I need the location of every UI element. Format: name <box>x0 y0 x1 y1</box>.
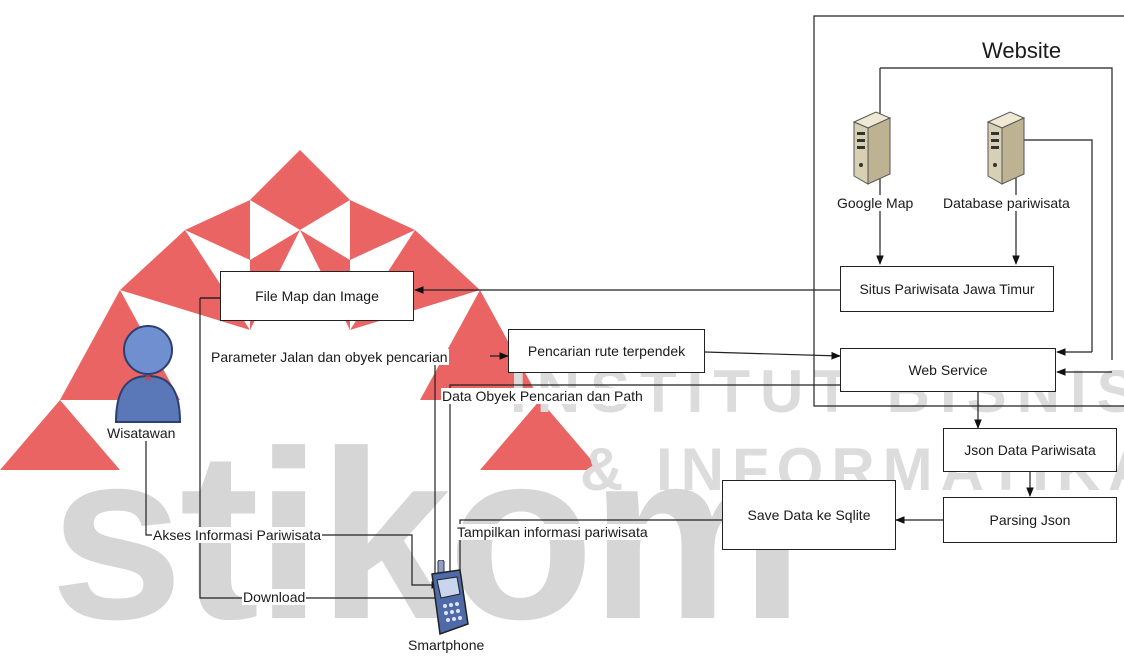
server-icon-google <box>846 110 896 186</box>
pencarian-label: Pencarian rute terpendek <box>528 343 685 360</box>
download-label: Download <box>242 589 306 605</box>
save-data-box: Save Data ke Sqlite <box>722 480 896 550</box>
situs-box: Situs Pariwisata Jawa Timur <box>840 266 1054 312</box>
wisatawan-label: Wisatawan <box>106 425 176 441</box>
parsing-box: Parsing Json <box>943 497 1117 543</box>
web-service-label: Web Service <box>908 362 987 379</box>
parameter-label: Parameter Jalan dan obyek pencarian <box>210 349 449 365</box>
server-icon-database <box>980 110 1030 186</box>
tampilkan-label: Tampilkan informasi pariwisata <box>456 524 649 540</box>
smartphone-icon <box>424 560 474 636</box>
server-icon <box>846 110 896 186</box>
json-data-label: Json Data Pariwisata <box>964 442 1096 459</box>
smartphone-label: Smartphone <box>407 637 485 653</box>
server-icon <box>980 110 1030 186</box>
google-map-label: Google Map <box>836 195 914 211</box>
save-data-label: Save Data ke Sqlite <box>748 507 871 524</box>
parsing-label: Parsing Json <box>990 512 1071 529</box>
data-obyek-label: Data Obyek Pencarian dan Path <box>441 388 644 404</box>
file-map-label: File Map dan Image <box>255 288 379 305</box>
person-figure <box>110 318 186 424</box>
person-icon <box>110 318 186 424</box>
pencarian-box: Pencarian rute terpendek <box>508 329 705 373</box>
phone-figure <box>424 560 474 636</box>
json-data-box: Json Data Pariwisata <box>943 428 1117 472</box>
situs-label: Situs Pariwisata Jawa Timur <box>857 281 1037 298</box>
web-service-box: Web Service <box>840 348 1056 392</box>
file-map-box: File Map dan Image <box>220 271 414 321</box>
akses-label: Akses Informasi Pariwisata <box>152 527 322 543</box>
database-label: Database pariwisata <box>942 195 1071 211</box>
website-title: Website <box>982 38 1061 64</box>
